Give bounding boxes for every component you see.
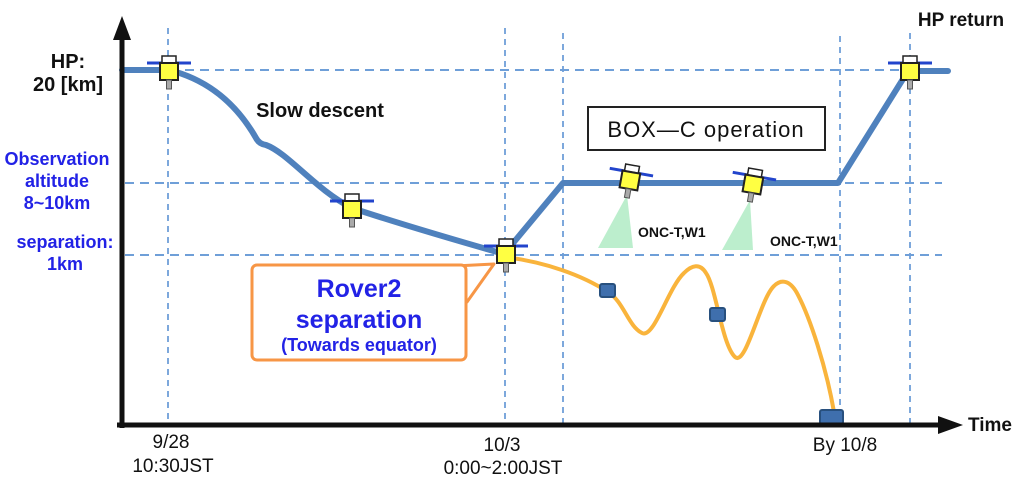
camera-cone-left — [598, 195, 633, 248]
spacecraft-trajectory — [119, 67, 951, 257]
tick-9-28-date: 9/28 — [153, 432, 190, 453]
tick-10-3-date: 10/3 — [484, 435, 521, 456]
camera-cone-right — [722, 200, 753, 250]
boxc-operation-label: BOX—C operation — [607, 117, 804, 142]
separation-altitude-label-1: separation: — [16, 232, 113, 252]
x-axis-arrowhead — [938, 416, 963, 434]
rover-marker-2 — [709, 307, 726, 322]
callout-line3: (Towards equator) — [281, 335, 437, 355]
hp-altitude-label-2: 20 [km] — [33, 74, 103, 96]
time-axis-label: Time — [968, 415, 1012, 436]
boxc-label-box — [587, 106, 826, 151]
observation-altitude-label-3: 8~10km — [24, 193, 91, 213]
hp-return-label: HP return — [918, 10, 1004, 31]
onc-label-left: ONC-T,W1 — [638, 224, 706, 240]
rover-callout-box — [250, 263, 468, 362]
y-axis-arrowhead — [113, 16, 131, 40]
tick-9-28-time: 10:30JST — [132, 456, 214, 477]
onc-label-right: ONC-T,W1 — [770, 233, 838, 249]
observation-altitude-label-2: altitude — [25, 171, 89, 191]
rover-landed-marker — [819, 409, 844, 425]
separation-altitude-label-2: 1km — [47, 254, 83, 274]
callout-line2: separation — [296, 306, 422, 334]
observation-altitude-label-1: Observation — [4, 149, 109, 169]
rover-marker-1 — [599, 283, 616, 298]
rover-trajectory — [503, 255, 836, 414]
slow-descent-label: Slow descent — [256, 100, 384, 122]
tick-10-3-time: 0:00~2:00JST — [444, 458, 563, 479]
tick-by-10-8-date: By 10/8 — [813, 435, 877, 456]
callout-line1: Rover2 — [317, 275, 402, 303]
hp-altitude-label-1: HP: — [51, 51, 85, 73]
